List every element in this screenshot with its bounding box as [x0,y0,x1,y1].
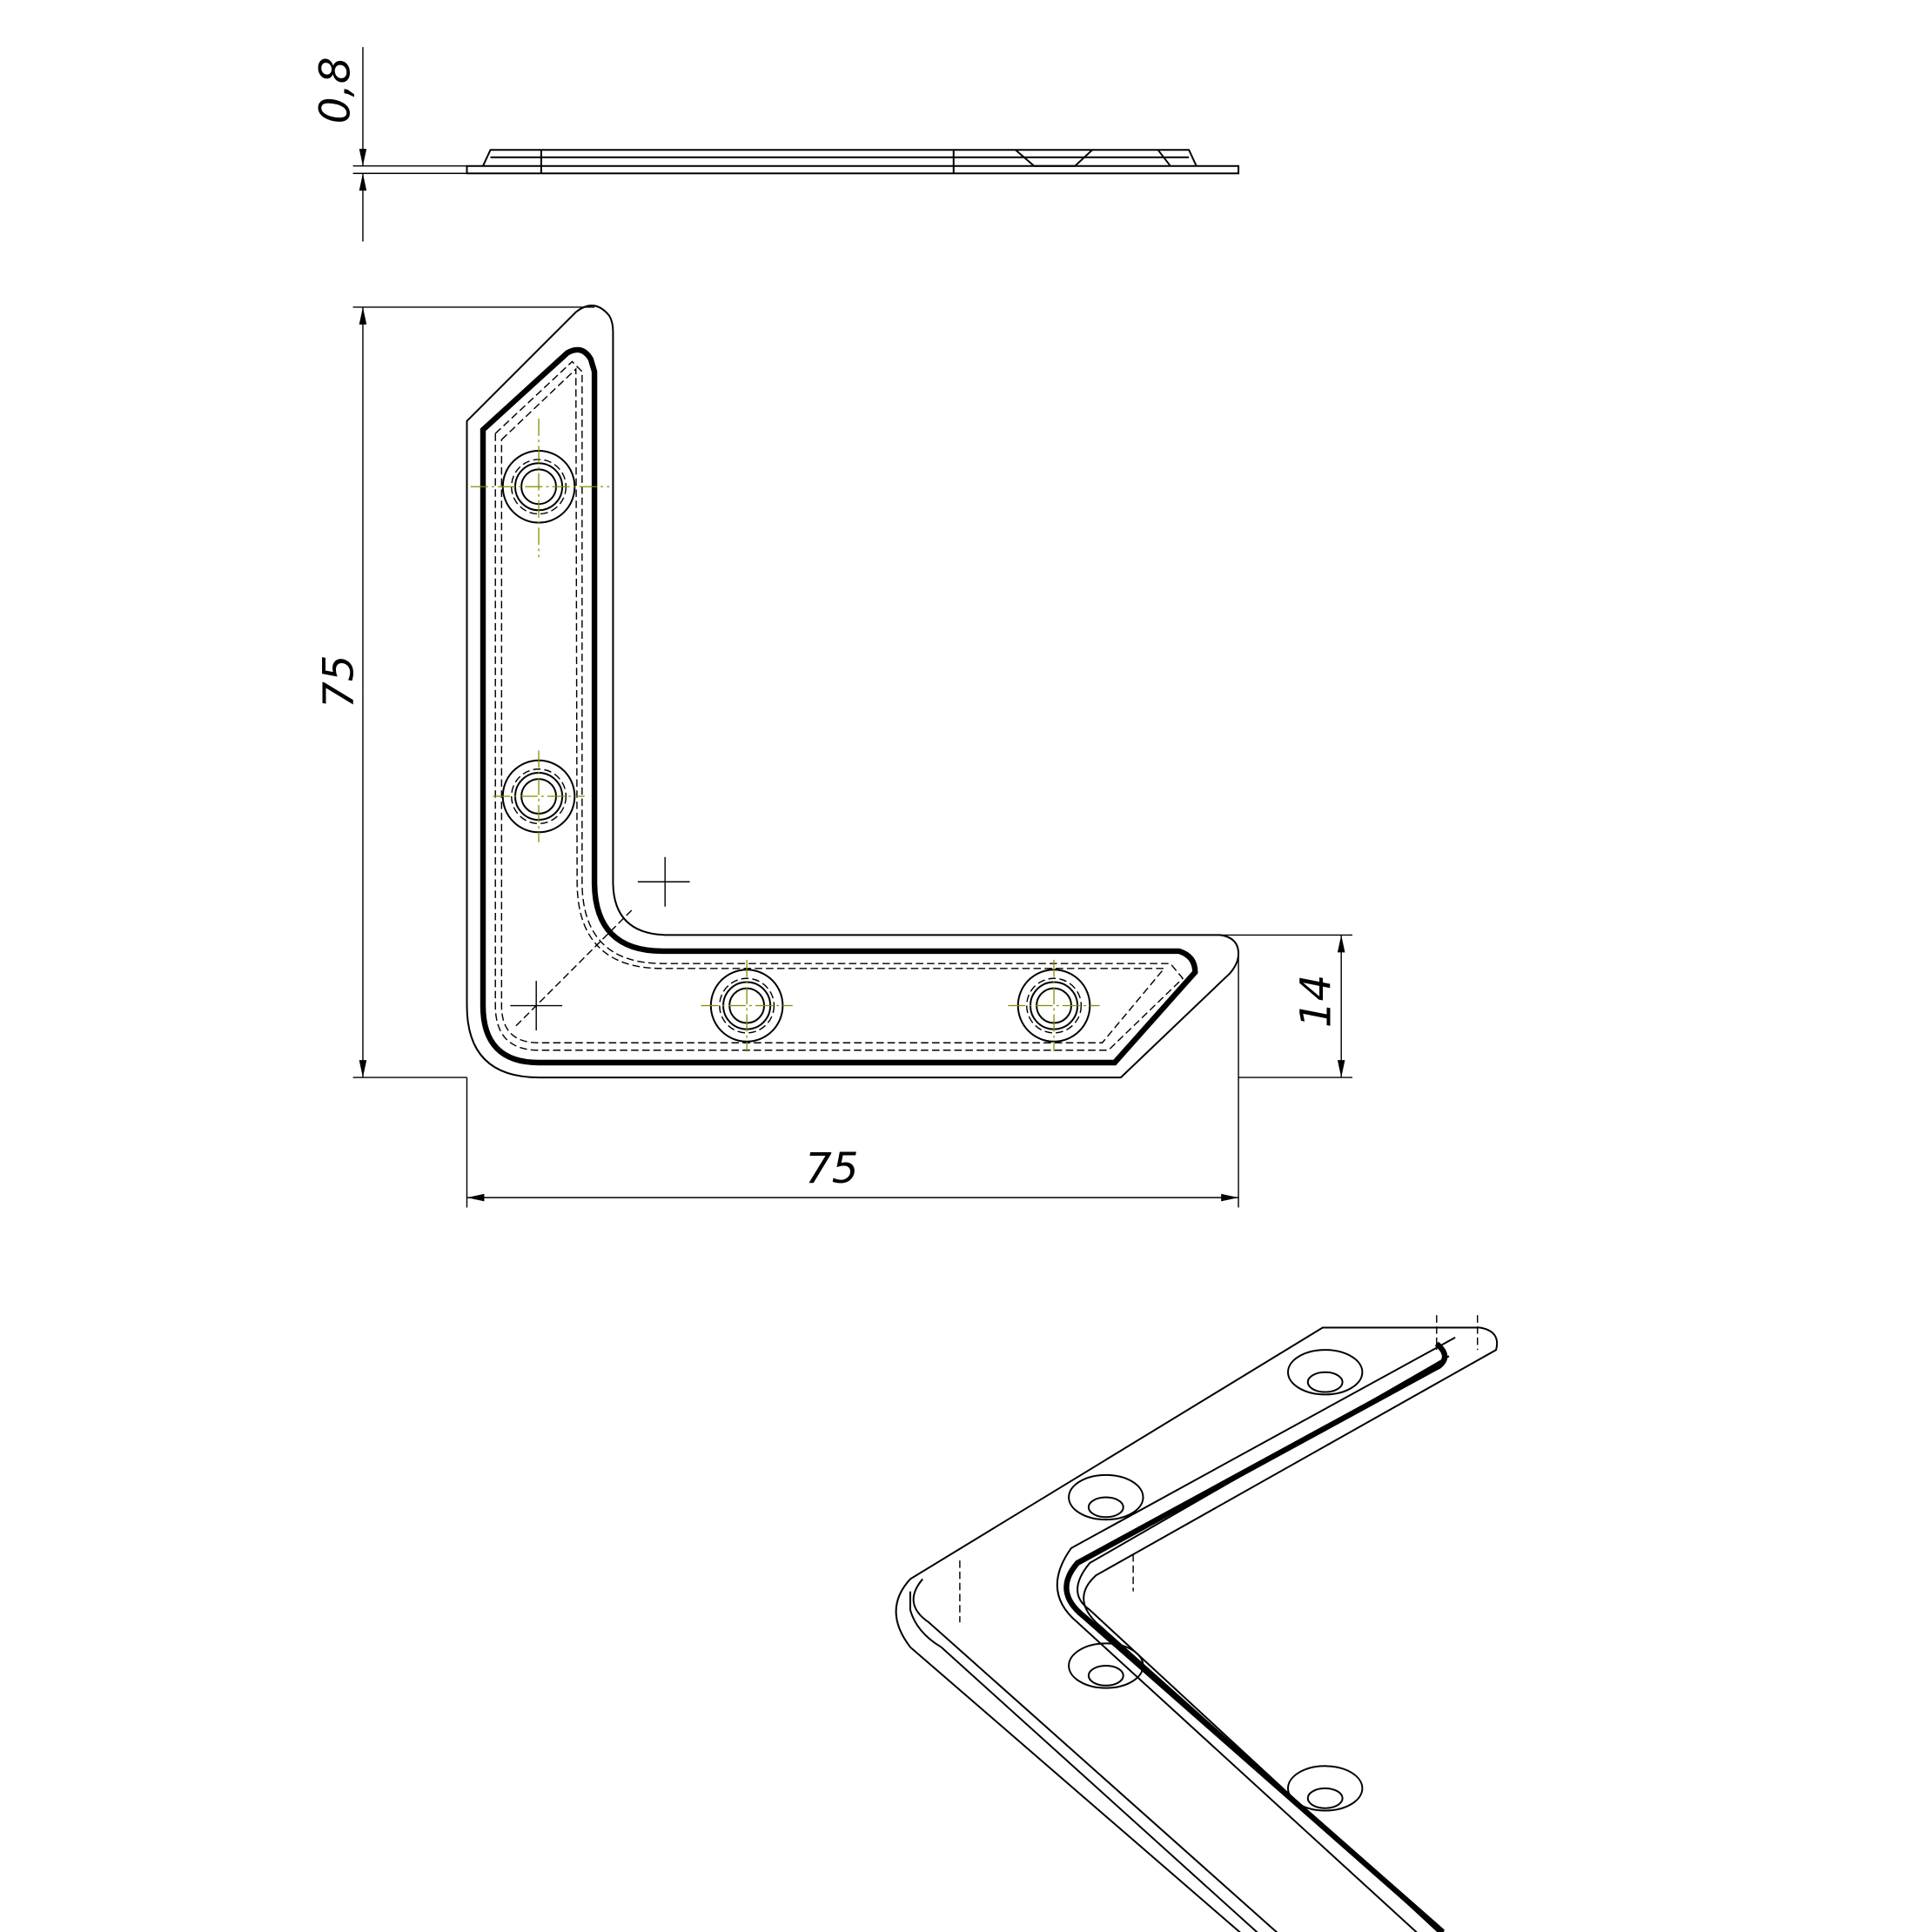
height-label: 75 [315,654,364,708]
hole [493,750,585,842]
hole [1287,1765,1364,1812]
hole [470,419,610,558]
width-label: 75 [805,1144,859,1193]
top-view [466,305,1240,1079]
arm-width-dimension: 14 [1219,934,1352,1078]
side-view [466,149,1240,175]
hole [1008,959,1100,1052]
width-dimension: 75 [466,953,1239,1208]
arm-width-label: 14 [1291,975,1340,1029]
thickness-dimension: 0,8 [311,47,467,242]
height-dimension: 75 [315,306,595,1078]
hole [1068,1642,1144,1689]
hole [701,959,793,1052]
hole [1287,1349,1364,1396]
isometric-view [895,1315,1499,1932]
hole [1068,1473,1144,1521]
thickness-label: 0,8 [311,57,359,124]
